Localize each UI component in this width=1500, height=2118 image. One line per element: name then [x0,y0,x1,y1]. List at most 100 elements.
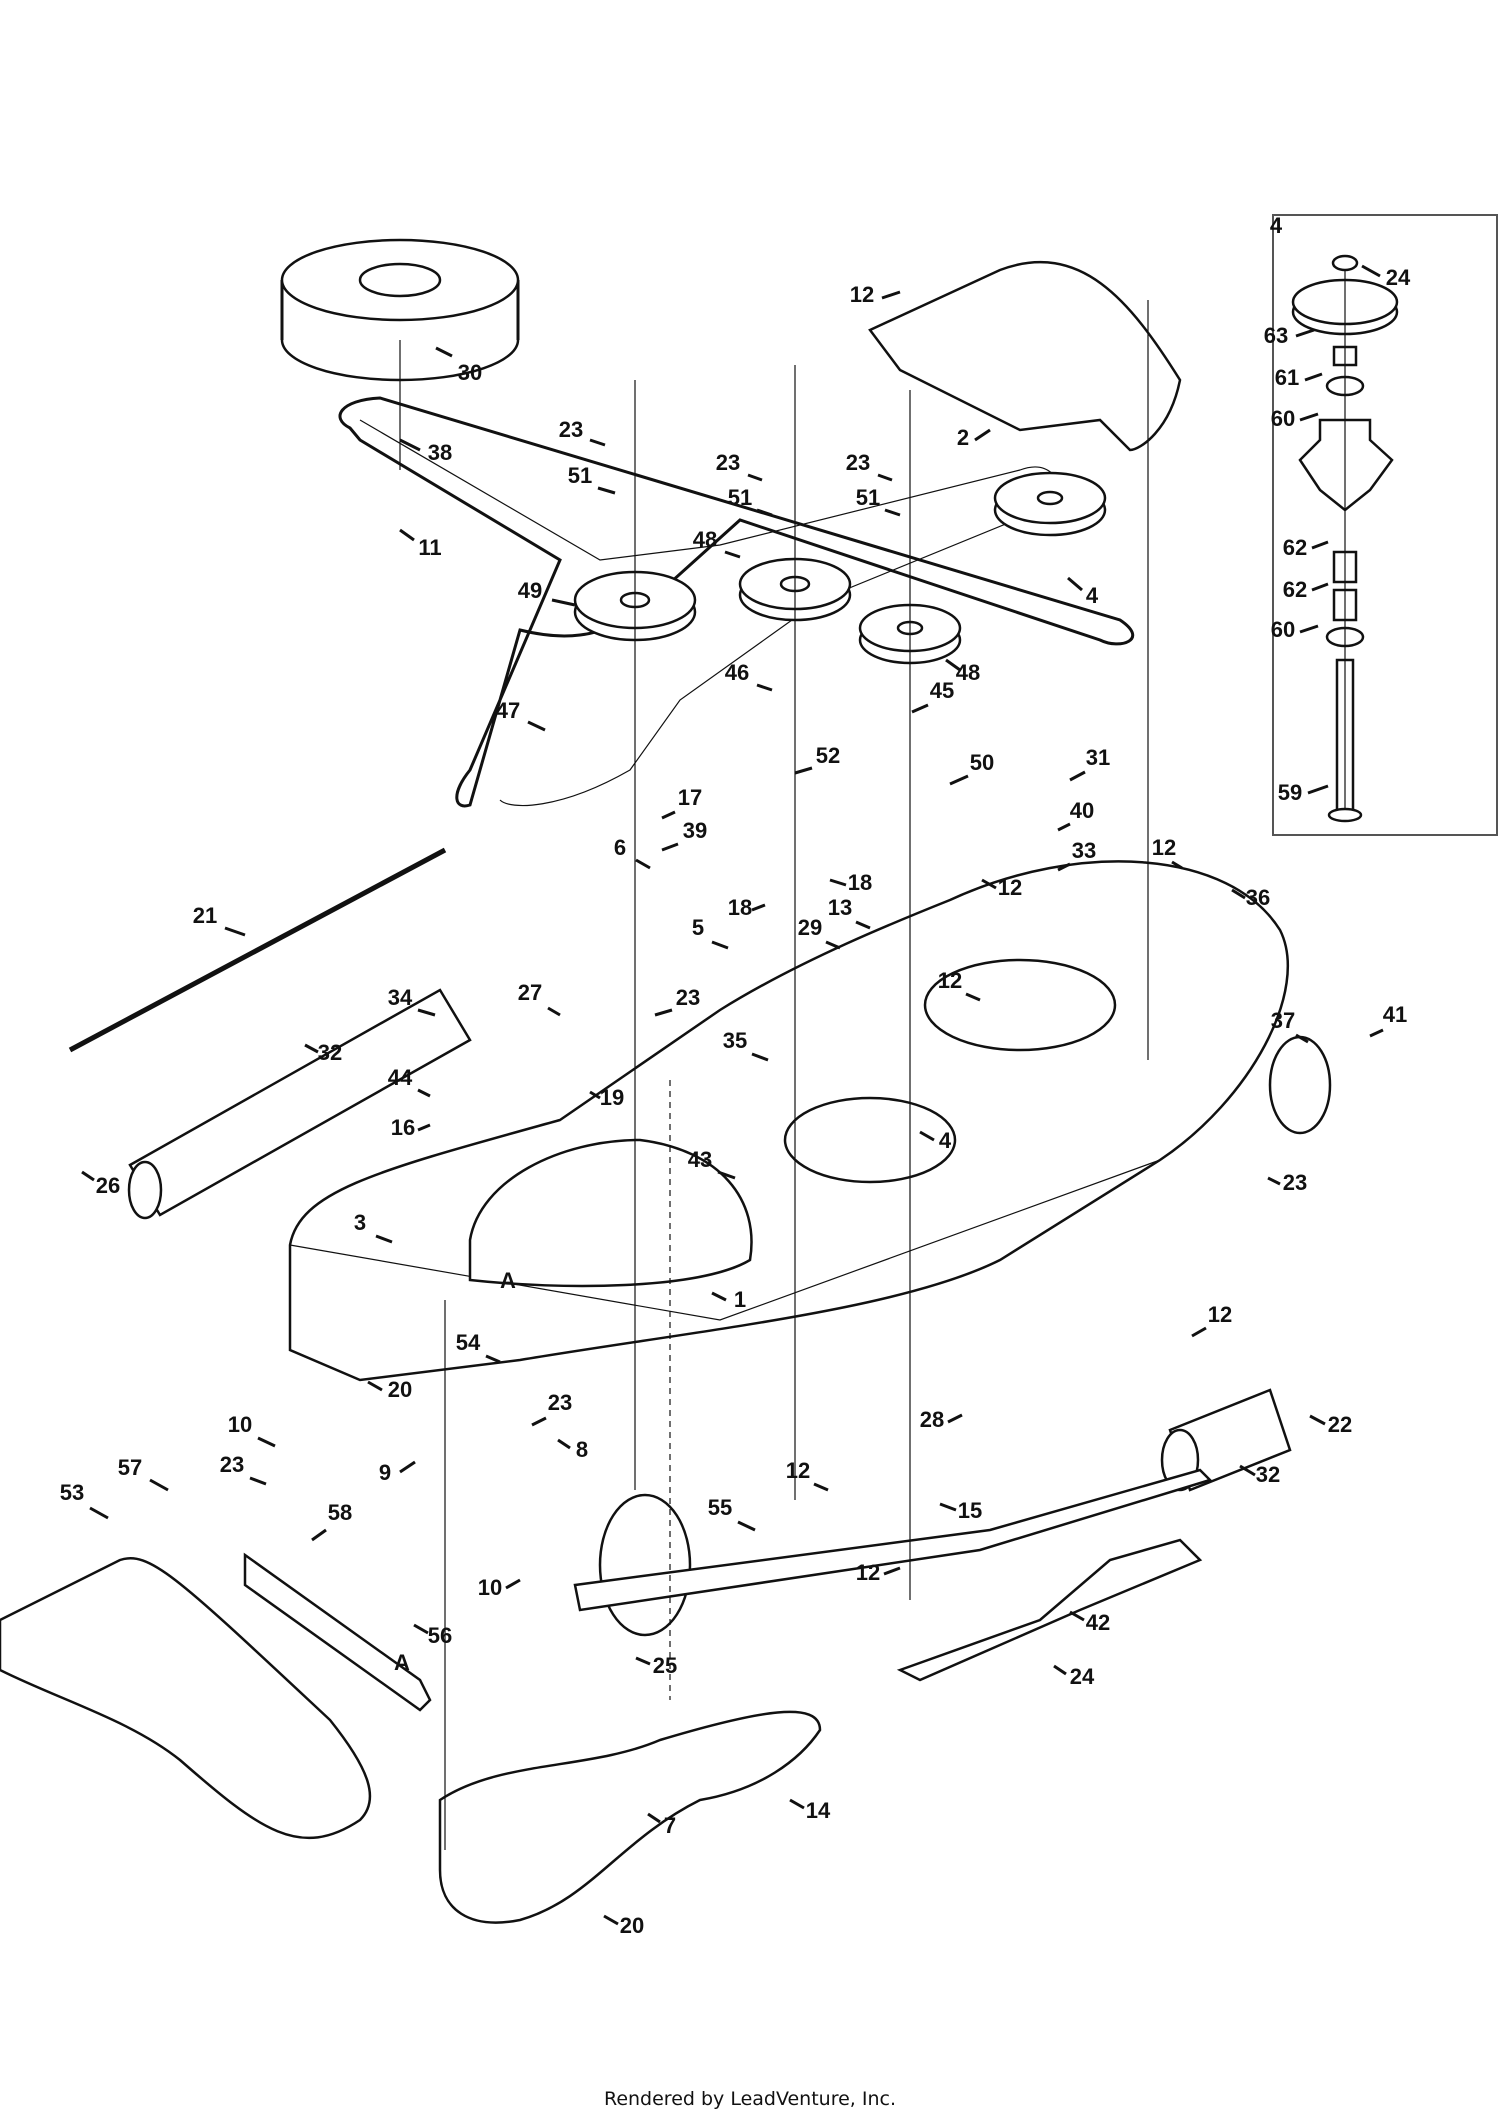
callout-label-45: 45 [930,678,954,703]
callout-label-50: 50 [970,750,994,775]
callout-label-12: 12 [998,875,1022,900]
callout-label-47: 47 [496,698,520,723]
callout-label-59: 59 [1278,780,1302,805]
callout-leader-23 [531,1416,547,1427]
callout-label-26: 26 [96,1173,120,1198]
callout-leader-45 [911,703,929,714]
callout-label-42: 42 [1086,1610,1110,1635]
callout-label-4: 4 [939,1128,952,1153]
callout-leader-51 [597,486,616,495]
callout-leader-54 [485,1354,501,1364]
callout-leader-12 [1191,1326,1207,1338]
callout-label-10: 10 [478,1575,502,1600]
callout-label-12: 12 [856,1560,880,1585]
callout-label-23: 23 [1283,1170,1307,1195]
callout-leader-23 [877,473,893,482]
callout-label-3: 3 [354,1210,366,1235]
callout-leader-33 [1057,862,1071,872]
callout-label-49: 49 [518,578,542,603]
callout-label-32: 32 [318,1040,342,1065]
callout-leader-43 [717,1170,736,1180]
callout-label-4: 4 [1086,583,1099,608]
callout-label-48: 48 [693,527,717,552]
callout-label-13: 13 [828,895,852,920]
callout-leader-29 [825,940,841,950]
callout-label-30: 30 [458,360,482,385]
callout-label-19: 19 [600,1085,624,1110]
deck-spindle-opening [783,1096,957,1184]
callout-leader-48 [945,658,961,672]
callout-leader-14 [789,1798,805,1810]
callout-label-1: 1 [734,1287,746,1312]
callout-label-33: 33 [1072,838,1096,863]
callout-leader-19 [589,1090,601,1100]
callout-label-12: 12 [1208,1302,1232,1327]
callout-leader-23 [654,1008,673,1017]
callout-label-29: 29 [798,915,822,940]
callout-label-52: 52 [816,743,840,768]
callout-label-43: 43 [688,1147,712,1172]
callout-leader-32 [1239,1464,1256,1477]
callout-leader-10 [505,1578,521,1590]
callout-label-23: 23 [716,450,740,475]
callout-leader-23 [747,473,763,482]
callout-label-41: 41 [1383,1002,1407,1027]
spindle-assembly-inset [1291,254,1399,823]
callout-label-7: 7 [664,1813,676,1838]
callout-leader-42 [1069,1610,1085,1622]
wheel-37 [1268,1035,1332,1135]
callout-label-32: 32 [1256,1462,1280,1487]
callout-leader-39 [661,842,679,852]
callout-leader-37 [1295,1033,1309,1044]
callout-label-18: 18 [728,895,752,920]
baffle-55 [573,1468,1213,1612]
callout-leader-5 [711,940,729,950]
callout-label-51: 51 [856,485,880,510]
callout-leader-51 [756,508,773,517]
callout-label-60: 60 [1271,406,1295,431]
rod-21 [68,847,447,1053]
callout-label-12: 12 [1152,835,1176,860]
callout-leader-15 [939,1502,957,1512]
callout-leader-47 [527,720,546,732]
callout-leader-18 [751,903,766,912]
callout-leader-23 [1267,1176,1281,1186]
hinge-bracket-56 [243,1552,432,1712]
callout-leader-24 [1053,1664,1067,1676]
footer-credit: Rendered by LeadVenture, Inc. [603,2088,897,2110]
callout-label-48: 48 [956,660,980,685]
callout-label-11: 11 [418,535,441,560]
roller-32-left [127,988,472,1220]
callout-leader-35 [751,1052,769,1062]
callout-label-62: 62 [1283,535,1307,560]
callout-label-23: 23 [559,417,583,442]
callout-label-46: 46 [725,660,749,685]
callout-leader-53 [89,1506,109,1520]
belt-cover-2 [868,260,1182,452]
explosion-lines [399,270,1346,1850]
callout-leader-18 [829,878,847,887]
callout-label-23: 23 [220,1452,244,1477]
callout-label-56: 56 [428,1623,452,1648]
spindle-inset-box [1272,214,1498,836]
callout-leader-3 [375,1234,393,1244]
callout-leader-60 [1299,624,1319,634]
blade-42 [896,1538,1203,1682]
callout-leader-13 [855,920,871,930]
callout-leader-16 [417,1123,431,1132]
callout-leader-6 [635,858,651,870]
callout-label-27: 27 [518,980,542,1005]
callout-leader-1 [711,1291,727,1302]
callout-label-36: 36 [1246,885,1270,910]
baffle-7 [438,1710,822,1924]
spindle-pulley-4-top [993,471,1107,537]
callout-label-25: 25 [653,1653,677,1678]
callout-label-44: 44 [388,1065,413,1090]
callout-leader-7 [647,1812,661,1824]
callout-label-12: 12 [938,968,962,993]
callout-label-57: 57 [118,1455,142,1480]
callout-label-28: 28 [920,1407,944,1432]
callout-label-37: 37 [1271,1008,1295,1033]
callout-label-23: 23 [548,1390,572,1415]
